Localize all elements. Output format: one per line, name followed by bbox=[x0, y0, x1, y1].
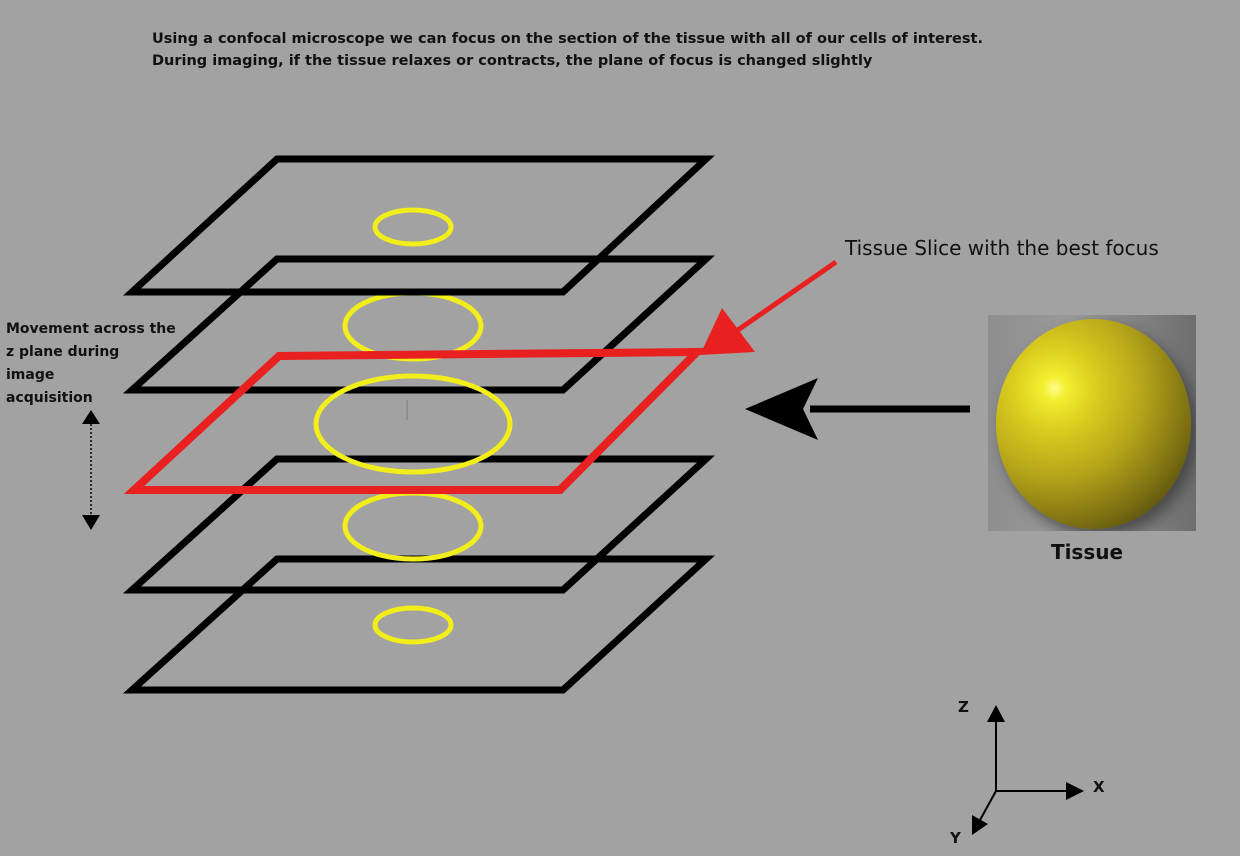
tissue-sphere-image bbox=[988, 315, 1196, 531]
z-movement-label-line-4: acquisition bbox=[6, 390, 93, 406]
z-movement-arrow-down bbox=[82, 515, 100, 530]
cell-ring-1 bbox=[372, 207, 454, 247]
header-line-2: During imaging, if the tissue relaxes or… bbox=[152, 53, 873, 69]
tissue-arrowhead bbox=[745, 378, 818, 440]
z-movement-label-line-1: Movement across the bbox=[6, 321, 176, 337]
z-axis-arrowhead bbox=[987, 705, 1005, 722]
y-axis-arrowhead bbox=[972, 815, 988, 835]
callout-arrow-shaft bbox=[733, 259, 838, 335]
focal-plane-1 bbox=[123, 155, 715, 296]
z-movement-arrow-up bbox=[82, 410, 100, 424]
y-axis-label: Y bbox=[950, 829, 961, 847]
cell-ring-4 bbox=[342, 490, 484, 562]
x-axis-arrowhead bbox=[1066, 782, 1084, 800]
focal-plane-5 bbox=[122, 555, 716, 694]
focal-plane-4 bbox=[122, 455, 716, 594]
cell-ring-5 bbox=[372, 605, 454, 645]
z-axis-label: Z bbox=[958, 698, 969, 716]
tissue-sphere bbox=[996, 319, 1191, 529]
y-axis-line bbox=[979, 790, 997, 821]
z-movement-label: Movement across the z plane during image… bbox=[6, 318, 196, 410]
x-axis-label: X bbox=[1093, 778, 1105, 796]
best-focus-callout: Tissue Slice with the best focus bbox=[845, 236, 1159, 260]
tissue-label: Tissue bbox=[1050, 540, 1124, 564]
header-text: Using a confocal microscope we can focus… bbox=[152, 28, 1052, 72]
cell-ring-2 bbox=[342, 290, 484, 362]
header-line-1: Using a confocal microscope we can focus… bbox=[152, 31, 983, 47]
focal-plane-2 bbox=[122, 255, 716, 394]
z-movement-label-line-2: z plane during bbox=[6, 344, 120, 360]
z-movement-label-line-3: image bbox=[6, 367, 55, 383]
best-focus-plane bbox=[123, 347, 707, 494]
callout-arrowhead bbox=[700, 308, 755, 355]
cell-ring-3 bbox=[313, 373, 513, 475]
